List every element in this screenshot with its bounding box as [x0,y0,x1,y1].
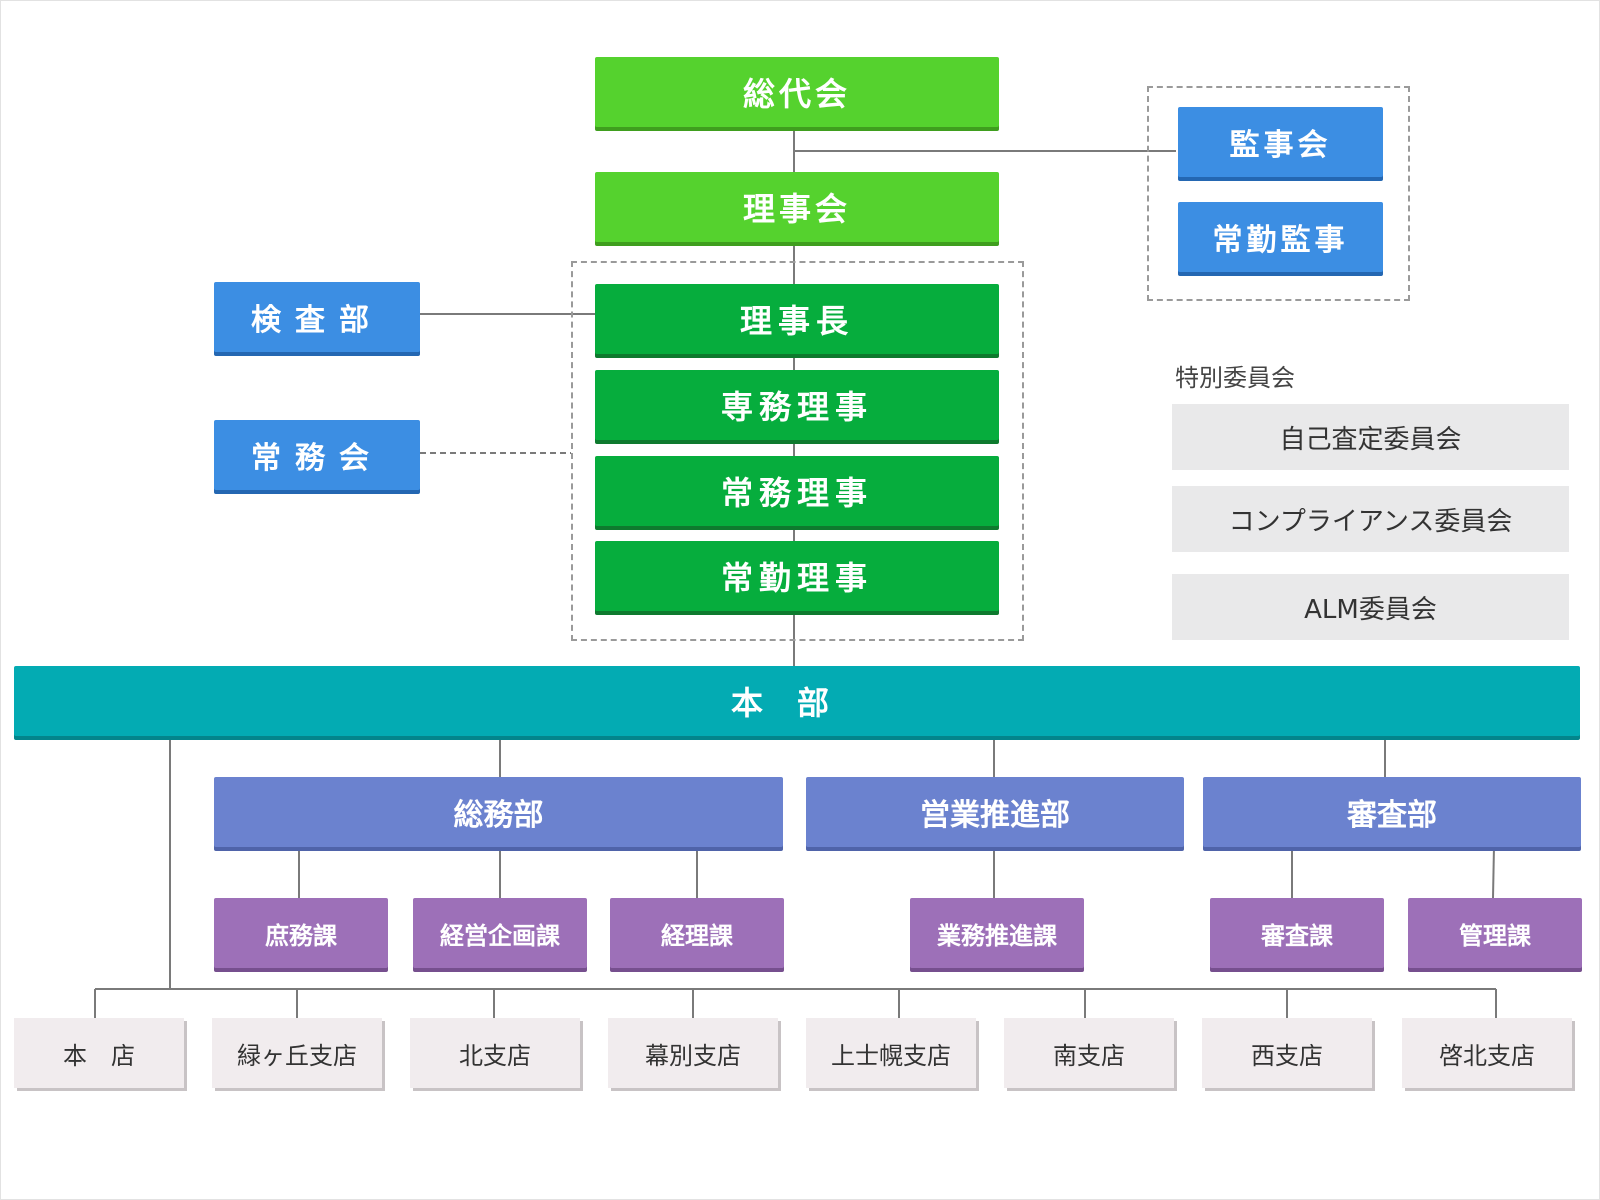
section-general-affairs: 庶務課 [214,898,388,968]
examination-department: 審査部 [1203,777,1581,847]
branch-midorigaoka: 緑ヶ丘支店 [212,1018,382,1088]
branch-kita: 北支店 [410,1018,580,1088]
executive-committee-box: 常務会 [214,420,420,490]
branch-main: 本 店 [14,1018,184,1088]
senior-managing-director-box: 専務理事 [595,370,999,440]
fulltime-director-box: 常勤理事 [595,541,999,611]
inspection-department-box: 検査部 [214,282,420,352]
auditors-board-box: 監事会 [1178,107,1383,177]
special-committees-heading: 特別委員会 [1175,364,1295,392]
headquarters-bar: 本部 [14,666,1580,736]
managing-director-box: 常務理事 [595,456,999,526]
section-management: 管理課 [1408,898,1582,968]
branch-keihoku: 啓北支店 [1402,1018,1572,1088]
section-accounting: 経理課 [610,898,784,968]
executive-group-outline [571,261,1024,641]
general-affairs-department: 総務部 [214,777,783,847]
alm-committee: ALM委員会 [1172,574,1569,640]
self-assessment-committee: 自己査定委員会 [1172,404,1569,470]
branch-kamishihoro: 上士幌支店 [806,1018,976,1088]
chairman-box: 理事長 [595,284,999,354]
general-meeting-box: 総代会 [595,57,999,127]
fulltime-auditor-box: 常勤監事 [1178,202,1383,272]
section-examination: 審査課 [1210,898,1384,968]
board-of-directors-box: 理事会 [595,172,999,242]
branch-makubetsu: 幕別支店 [608,1018,778,1088]
compliance-committee: コンプライアンス委員会 [1172,486,1569,552]
branch-minami: 南支店 [1004,1018,1174,1088]
section-corporate-planning: 経営企画課 [413,898,587,968]
branch-nishi: 西支店 [1202,1018,1372,1088]
section-business-promotion: 業務推進課 [910,898,1084,968]
sales-promotion-department: 営業推進部 [806,777,1184,847]
audit-group-outline [1147,86,1410,301]
